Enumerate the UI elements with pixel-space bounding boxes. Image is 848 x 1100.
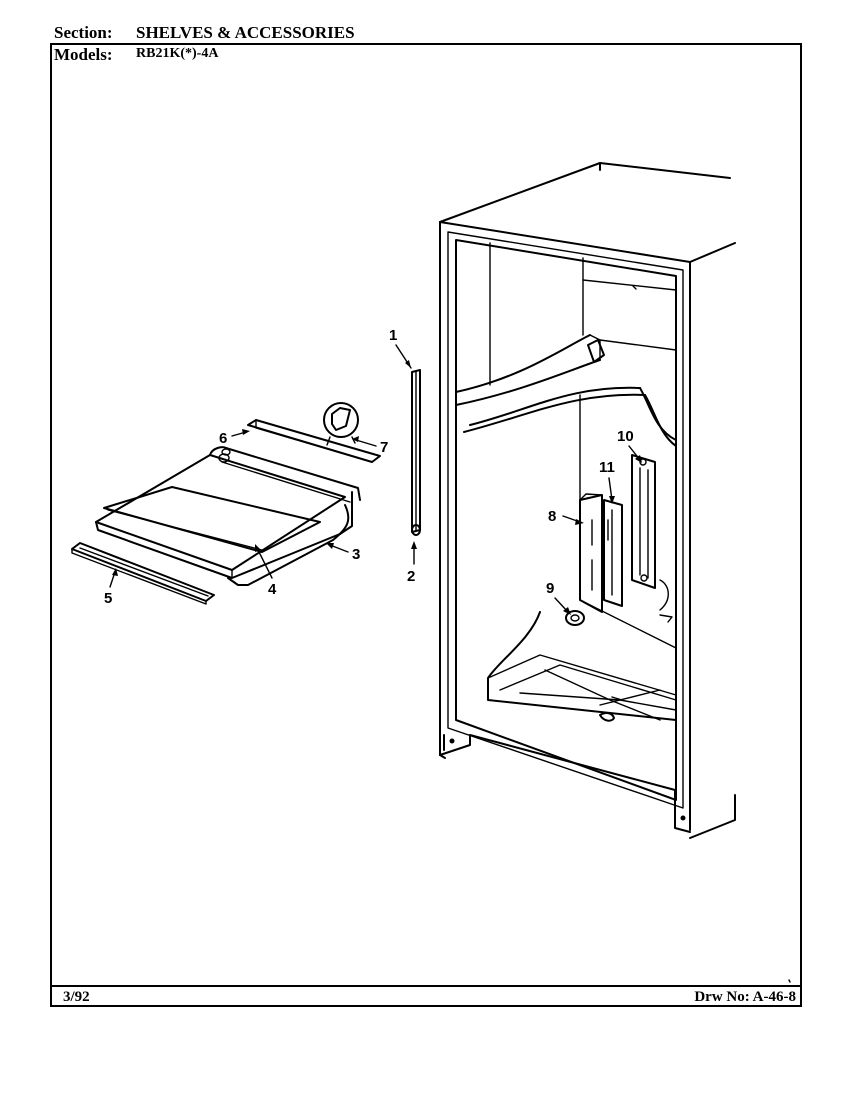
- callout-6: 6: [219, 429, 250, 447]
- callout-7-label: 7: [380, 439, 388, 456]
- callout-3-label: 3: [352, 546, 360, 563]
- callout-11-label: 11: [599, 459, 615, 476]
- callout-10-label: 10: [617, 428, 634, 445]
- part-9-knob: [565, 610, 585, 626]
- callout-3: 3: [326, 543, 360, 563]
- callout-7: 7: [352, 436, 388, 456]
- models-value: RB21K(*)-4A: [136, 46, 219, 61]
- drawing-frame: [50, 43, 802, 1007]
- drawing-number: Drw No: A-46-8: [694, 989, 796, 1005]
- callout-8-label: 8: [548, 508, 556, 525]
- callout-8: 8: [548, 508, 584, 525]
- callout-5: 5: [104, 568, 118, 607]
- callout-4-label: 4: [268, 581, 277, 598]
- callout-2-label: 2: [407, 568, 415, 585]
- refrigerator-cabinet: [439, 162, 736, 839]
- part-6-shelf-trim: [247, 419, 381, 463]
- part-8-shelf-support: [579, 493, 603, 613]
- drawing-date: 3/92: [63, 989, 90, 1005]
- part-11-shelf-bracket: [603, 499, 623, 607]
- scan-mark: [788, 979, 791, 983]
- callout-5-label: 5: [104, 590, 112, 607]
- callout-4: 4: [255, 544, 277, 598]
- callout-10: 10: [617, 428, 642, 463]
- part-4-glass-shelf: [103, 486, 321, 553]
- section-label: Section:: [54, 23, 113, 42]
- models-label: Models:: [54, 45, 113, 64]
- part-1-trim-strip: [411, 369, 421, 536]
- callout-9: 9: [546, 580, 571, 615]
- callout-9-label: 9: [546, 580, 554, 597]
- callout-1-label: 1: [389, 327, 397, 344]
- callout-11: 11: [599, 459, 615, 504]
- section-title: SHELVES & ACCESSORIES: [136, 23, 355, 42]
- callout-2: 2: [407, 541, 417, 585]
- callout-6-label: 6: [219, 430, 227, 447]
- footer-divider: [50, 985, 802, 987]
- part-5-front-trim: [71, 542, 215, 605]
- callout-1: 1: [389, 327, 412, 369]
- part-7-clip-inset: [323, 402, 359, 446]
- part-10-shelf-bracket: [631, 454, 656, 589]
